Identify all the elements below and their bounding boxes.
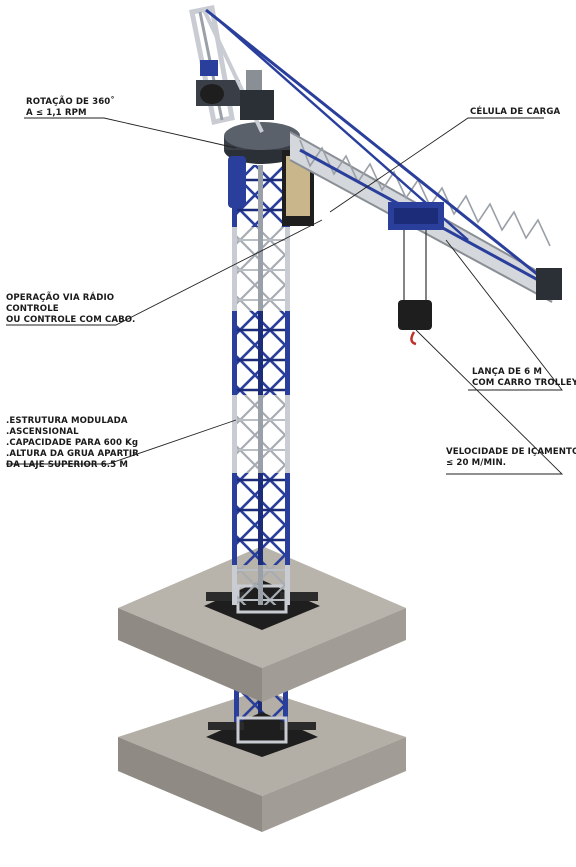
callout-operation-line-1: OPERAÇÃO VIA RÁDIO: [6, 293, 115, 303]
callout-structure-line-4: .ALTURA DA GRUA APARTIR: [6, 449, 139, 459]
callout-structure: .ESTRUTURA MODULADA .ASCENSIONAL .CAPACI…: [6, 416, 139, 471]
callout-rotation-line-2: A ≤ 1,1 RPM: [26, 108, 87, 118]
mast-head: [189, 5, 274, 133]
callout-boom-line-1: LANÇA DE 6 M: [472, 367, 542, 377]
callout-structure-line-1: .ESTRUTURA MODULADA: [6, 416, 128, 426]
tower-mast: [232, 165, 290, 605]
callout-load-cell: CÉLULA DE CARGA: [470, 107, 560, 118]
callout-load-cell-line-1: CÉLULA DE CARGA: [470, 107, 561, 117]
callout-boom-line-2: COM CARRO TROLLEY: [472, 378, 576, 388]
callout-structure-line-5: DA LAJE SUPERIOR 6.5 M: [6, 460, 128, 470]
callout-operation-line-3: OU CONTROLE COM CABO.: [6, 315, 136, 325]
callout-rotation: ROTAÇÃO DE 360˚ A ≤ 1,1 RPM: [26, 97, 115, 119]
callout-rotation-line-1: ROTAÇÃO DE 360˚: [26, 97, 115, 107]
trolley-and-hook: [388, 202, 444, 346]
callout-boom: LANÇA DE 6 M COM CARRO TROLLEY: [472, 367, 576, 389]
callout-hoist-speed-line-2: ≤ 20 M/MIN.: [446, 458, 507, 468]
callout-structure-line-2: .ASCENSIONAL: [6, 427, 79, 437]
callout-hoist-speed: VELOCIDADE DE IÇAMENTO ≤ 20 M/MIN.: [446, 447, 576, 469]
callout-operation: OPERAÇÃO VIA RÁDIO CONTROLE OU CONTROLE …: [6, 293, 135, 326]
callout-structure-line-3: .CAPACIDADE PARA 600 Kg: [6, 438, 139, 448]
lower-base-frame: [206, 712, 318, 757]
callout-hoist-speed-line-1: VELOCIDADE DE IÇAMENTO: [446, 447, 576, 457]
callout-leaders: [6, 117, 564, 475]
callout-operation-line-2: CONTROLE: [6, 304, 59, 314]
